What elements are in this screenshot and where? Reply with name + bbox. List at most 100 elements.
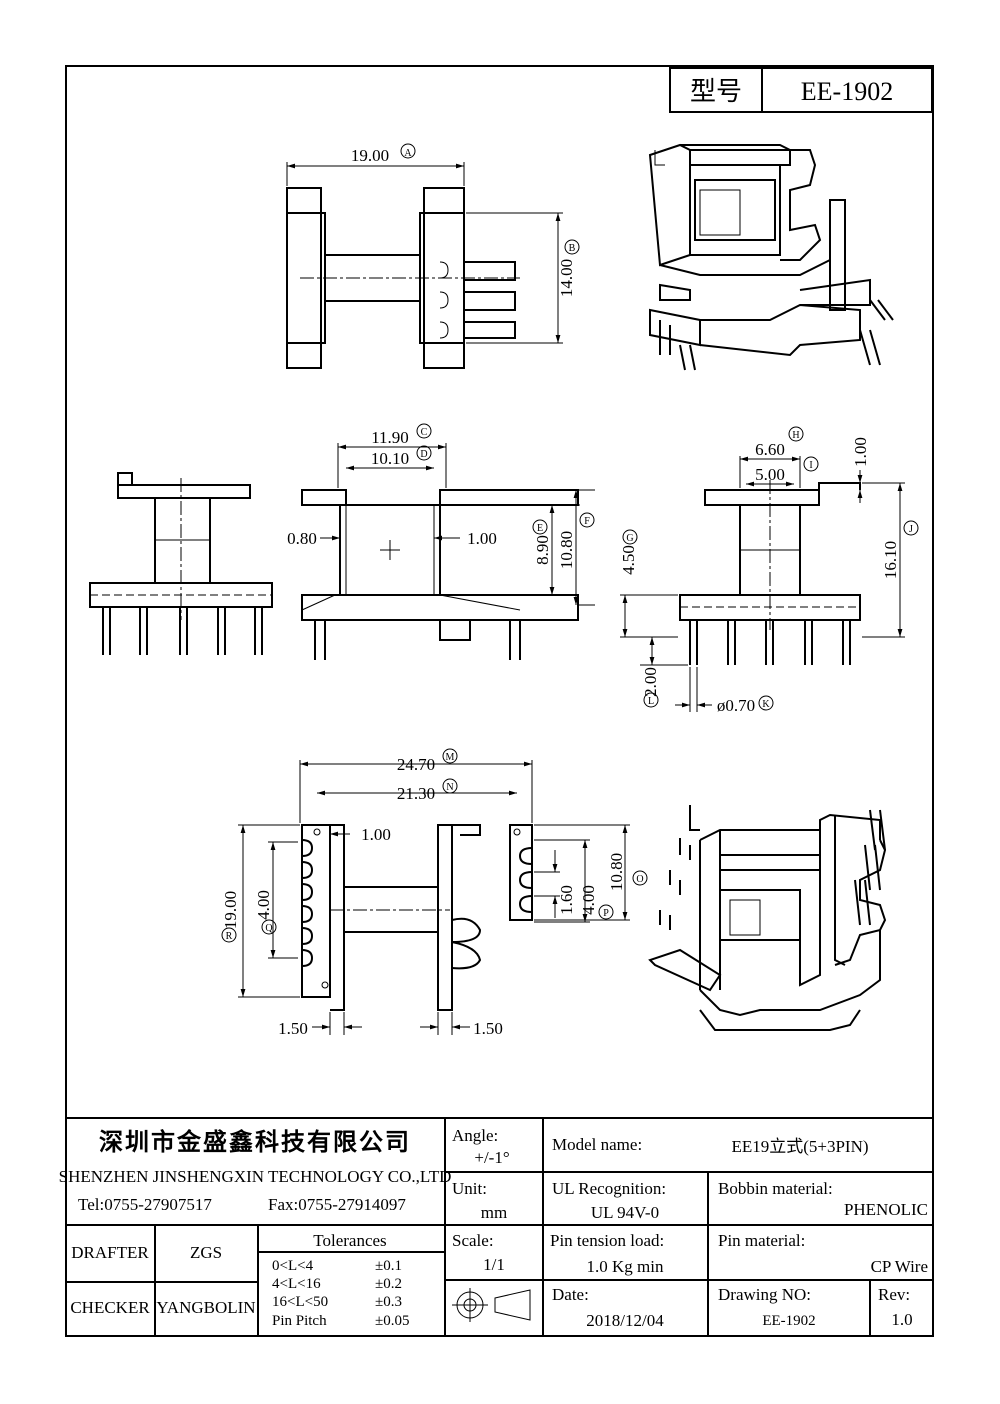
dim-top-wall: 1.00 xyxy=(361,825,391,844)
dim-k-value: ø0.70 xyxy=(717,696,755,715)
dim-l-value: 2.00 xyxy=(641,667,660,697)
side-view-left xyxy=(89,472,273,655)
tolerance-range-1: 0<L<4 xyxy=(272,1258,314,1274)
scale-label: Scale: xyxy=(452,1231,494,1250)
dim-d-marker xyxy=(416,445,432,461)
ul-label: UL Recognition: xyxy=(552,1179,666,1198)
dim-o-marker xyxy=(632,870,648,886)
dim-a-marker xyxy=(400,143,416,159)
dim-b-marker xyxy=(564,239,580,255)
dim-d-value: 10.10 xyxy=(371,449,409,468)
pin-tension-value: 1.0 Kg min xyxy=(587,1257,664,1276)
pin-material-value: CP Wire xyxy=(871,1257,928,1276)
dim-c-marker xyxy=(416,423,432,439)
dim-p-marker xyxy=(598,904,614,920)
dim-b-letter: B xyxy=(569,243,576,254)
pin-tension-label: Pin tension load: xyxy=(550,1231,664,1250)
dim-i-value: 5.00 xyxy=(755,465,785,484)
bottom-view: 24.70 M 21.30 N 1.00 19.00 R 4.00 Q 1.60… xyxy=(221,748,648,1038)
dim-e-marker xyxy=(532,519,548,535)
dim-f-letter: F xyxy=(584,516,590,527)
model-header-label: 型号 xyxy=(690,77,742,106)
checker-label: CHECKER xyxy=(70,1298,150,1317)
angle-value: +/-1° xyxy=(474,1148,509,1167)
dim-h-letter: H xyxy=(792,430,799,441)
side-view-right: 6.60 H 5.00 I 1.00 16.10 J 4.50 G 2.00 L… xyxy=(619,426,919,715)
unit-value: mm xyxy=(481,1203,507,1222)
dim-e-value: 8.90 xyxy=(533,535,552,565)
dim-n-marker xyxy=(442,778,458,794)
company-fax: Fax:0755-27914097 xyxy=(268,1195,406,1214)
tolerance-value-1: ±0.1 xyxy=(375,1258,402,1274)
rev-value: 1.0 xyxy=(891,1310,912,1329)
ul-value: UL 94V-0 xyxy=(591,1203,659,1222)
dim-d-letter: D xyxy=(420,449,427,460)
dim-l-marker xyxy=(643,692,659,708)
scale-value: 1/1 xyxy=(483,1255,505,1274)
dim-r-letter: R xyxy=(226,931,233,942)
dim-flange-right: 1.00 xyxy=(467,529,497,548)
dim-b-value: 14.00 xyxy=(557,259,576,297)
company-tel: Tel:0755-27907517 xyxy=(78,1195,212,1214)
projection-symbol-icon xyxy=(452,1288,531,1322)
checker-value: YANGBOLIN xyxy=(156,1298,255,1317)
pin-material-label: Pin material: xyxy=(718,1231,805,1250)
dim-m-value: 24.70 xyxy=(397,755,435,774)
dim-g-letter: G xyxy=(626,533,633,544)
dim-k-letter: K xyxy=(762,699,770,710)
model-name-label: Model name: xyxy=(552,1135,642,1154)
dim-q-value: 4.00 xyxy=(254,890,273,920)
dim-a-letter: A xyxy=(404,148,412,159)
dim-bottom-left: 1.50 xyxy=(278,1019,308,1038)
tolerance-range-4: Pin Pitch xyxy=(272,1313,327,1329)
date-value: 2018/12/04 xyxy=(586,1311,664,1330)
dim-l-letter: L xyxy=(648,696,654,707)
dim-q-letter: Q xyxy=(265,923,273,934)
company-name-cn: 深圳市金盛鑫科技有限公司 xyxy=(99,1128,411,1156)
tolerance-value-2: ±0.2 xyxy=(375,1276,402,1292)
dim-p-letter: P xyxy=(603,908,609,919)
tolerance-range-3: 16<L<50 xyxy=(272,1294,328,1310)
dim-n-letter: N xyxy=(446,782,453,793)
sheet-border xyxy=(65,65,934,1337)
bobbin-material-value: PHENOLIC xyxy=(844,1200,928,1219)
isometric-view-2 xyxy=(648,805,887,1031)
dim-e-letter: E xyxy=(537,523,543,534)
dim-f-marker xyxy=(579,512,595,528)
dim-c-value: 11.90 xyxy=(371,428,409,447)
drawing-no-value: EE-1902 xyxy=(762,1313,815,1329)
dim-p-value: 4.00 xyxy=(579,885,598,915)
angle-label: Angle: xyxy=(452,1126,498,1145)
company-name-en: SHENZHEN JINSHENGXIN TECHNOLOGY CO.,LTD xyxy=(59,1167,452,1186)
drafter-value: ZGS xyxy=(190,1243,222,1262)
tolerance-range-2: 4<L<16 xyxy=(272,1276,321,1292)
dim-g-value: 4.50 xyxy=(619,545,638,575)
dim-bottom-right: 1.50 xyxy=(473,1019,503,1038)
dim-a-value: 19.00 xyxy=(351,146,389,165)
dim-j-letter: J xyxy=(909,524,913,535)
model-header-value: EE-1902 xyxy=(801,77,893,106)
dim-i-letter: I xyxy=(809,460,812,471)
dim-top-wall2: 1.00 xyxy=(851,437,870,467)
isometric-view-1 xyxy=(648,143,894,371)
dim-k-marker xyxy=(758,695,774,711)
dim-pin-slot: 1.60 xyxy=(557,885,576,915)
dim-j-marker xyxy=(903,520,919,536)
dim-j-value: 16.10 xyxy=(881,541,900,579)
rev-label: Rev: xyxy=(878,1285,910,1304)
dim-n-value: 21.30 xyxy=(397,784,435,803)
dim-flange-left: 0.80 xyxy=(287,529,317,548)
dim-o-letter: O xyxy=(636,874,643,885)
dim-r-marker xyxy=(221,927,237,943)
dim-c-letter: C xyxy=(421,427,428,438)
dim-q-marker xyxy=(261,919,277,935)
dim-o-value: 10.80 xyxy=(607,853,626,891)
front-view-middle: 11.90 C 10.10 D 0.80 1.00 8.90 E 10.80 F xyxy=(287,423,595,660)
drafter-label: DRAFTER xyxy=(71,1243,149,1262)
dim-h-value: 6.60 xyxy=(755,440,785,459)
title-block: 深圳市金盛鑫科技有限公司 SHENZHEN JINSHENGXIN TECHNO… xyxy=(59,1117,933,1336)
date-label: Date: xyxy=(552,1285,589,1304)
unit-label: Unit: xyxy=(452,1179,487,1198)
